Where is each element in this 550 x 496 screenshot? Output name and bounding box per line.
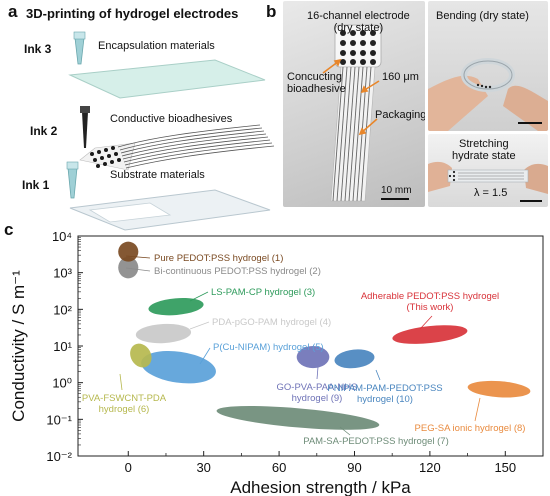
ellipse-pegsa: [467, 380, 531, 398]
label-pvafs-line2: hydrogel (6): [99, 404, 150, 415]
label-pegsa: PEG-SA ionic hydrogel (8): [415, 423, 526, 434]
printing-schematic: [66, 31, 275, 231]
ink2-nozzle-icon: [80, 106, 90, 148]
photo3-title-line1: Stretching: [459, 138, 509, 150]
label-pamsa: PAM-SA-PEDOT:PSS hydrogel (7): [303, 436, 449, 447]
label-pnipam-line1: PNIPAM-PAM-PEDOT:PSS: [327, 383, 442, 394]
y-tick-label: 10⁻¹: [46, 412, 72, 427]
stretching-photo-drawing: [428, 161, 548, 202]
y-tick-label: 10¹: [53, 339, 72, 354]
label-gopva-line2: hydrogel (9): [292, 393, 343, 404]
leader-pegsa: [474, 397, 481, 422]
ink3-label: Ink 3: [24, 42, 52, 56]
x-tick-label: 150: [494, 460, 516, 475]
ellipse-lspam: [148, 297, 204, 316]
photo-bending: Bending (dry state): [428, 1, 548, 131]
label-adherable-line2: (This work): [407, 302, 454, 313]
label-pnipam-line2: hydrogel (10): [357, 394, 413, 405]
label-adherable-line1: Adherable PEDOT:PSS hydrogel: [361, 291, 499, 302]
label-bicont: Bi-continuous PEDOT:PSS hydrogel (2): [154, 266, 321, 277]
y-tick-label: 10⁻²: [46, 449, 72, 464]
conductive-electrode-traces: [79, 124, 275, 171]
ink2-description: Conductive bioadhesives: [110, 113, 233, 125]
bending-photo-drawing: [428, 58, 548, 131]
panel-c-letter: c: [4, 220, 14, 239]
x-tick-label: 0: [125, 460, 132, 475]
leader-bicont: [125, 267, 151, 272]
photo-stretching: Stretching hydrate state λ = 1.5: [428, 134, 548, 207]
leader-pedot_pure: [125, 255, 151, 259]
ellipse-adherable: [392, 325, 468, 344]
label-lspam: LS-PAM-CP hydrogel (3): [211, 287, 315, 298]
ink3-nozzle-icon: [73, 31, 86, 65]
ellipse-pnipam: [334, 349, 375, 369]
leader-pamsa: [339, 426, 351, 436]
leader-pcu: [199, 347, 211, 365]
x-tick-label: 60: [272, 460, 286, 475]
ellipse-pamsa: [216, 405, 380, 430]
photo3-title-line2: hydrate state: [452, 150, 516, 162]
photo1-title-line1: 16-channel electrode: [307, 10, 410, 22]
ink1-description: Substrate materials: [110, 169, 205, 181]
scale-label-photo1: 10 mm: [381, 185, 412, 196]
photo1-title-line2: (dry state): [333, 22, 384, 34]
substrate-layer: [69, 189, 271, 231]
orange-arrows: [322, 58, 380, 136]
ellipse-gopva: [296, 346, 330, 369]
electrode-photo-drawing: [322, 24, 409, 202]
panel-a-title: 3D-printing of hydrogel electrodes: [26, 6, 239, 21]
leader-pdapgo: [189, 321, 210, 330]
x-axis-label: Adhesion strength / kPa: [230, 478, 411, 496]
ink3-description: Encapsulation materials: [98, 40, 215, 52]
conductivity-vs-adhesion-chart: 0 30 60 90 120 150 10⁻² 10⁻¹ 10⁰ 10¹ 10² 10³ 10⁴ Adhe…: [9, 229, 544, 496]
y-tick-label: 10³: [53, 266, 72, 281]
panel-b-letter: b: [266, 2, 277, 21]
ink1-label: Ink 1: [22, 178, 50, 192]
ellipse-pedot_pure: [118, 241, 139, 262]
callout-adhesive-line2: bioadhesive: [287, 83, 346, 95]
leader-gopva: [316, 366, 319, 380]
ink2-label: Ink 2: [30, 124, 58, 138]
label-pcu: P(Cu-NIPAM) hydrogel (5): [213, 342, 324, 353]
y-tick-label: 10²: [53, 302, 72, 317]
y-tick-label: 10⁴: [52, 229, 72, 244]
photo-16-channel-electrode: 16-channel electrode (dry state) Concuct…: [283, 1, 425, 207]
ellipse-pdapgo: [135, 323, 192, 344]
leader-lspam: [189, 291, 209, 302]
ink1-nozzle-icon: [66, 161, 79, 199]
photo2-title: Bending (dry state): [436, 10, 529, 22]
encapsulation-layer: [68, 59, 266, 99]
ellipse-bicont: [118, 256, 139, 279]
label-pedot_pure: Pure PEDOT:PSS hydrogel (1): [154, 253, 283, 264]
callout-packaging: Packaging: [375, 109, 425, 121]
leader-pnipam: [375, 369, 381, 381]
panel-a-letter: a: [8, 2, 18, 21]
ellipse-pcu: [141, 350, 216, 384]
x-tick-label: 120: [419, 460, 441, 475]
ellipse-pvafs: [130, 343, 152, 368]
leader-adherable: [419, 315, 433, 330]
callout-thickness: 160 μm: [382, 71, 419, 83]
y-tick-label: 10⁰: [52, 376, 72, 391]
photo3-lambda: λ = 1.5: [474, 187, 508, 199]
label-pvafs-line1: PVA-FSWCNT-PDA: [82, 393, 167, 404]
x-tick-label: 30: [196, 460, 210, 475]
x-tick-label: 90: [347, 460, 361, 475]
label-gopva-line1: GO-PVA-PAA-NHS: [277, 382, 358, 393]
callout-adhesive-line1: Concucting: [287, 71, 343, 83]
leader-pvafs: [119, 373, 123, 391]
y-axis-label: Conductivity / S m⁻¹: [9, 270, 28, 422]
label-pdapgo: PDA-pGO-PAM hydrogel (4): [212, 317, 331, 328]
